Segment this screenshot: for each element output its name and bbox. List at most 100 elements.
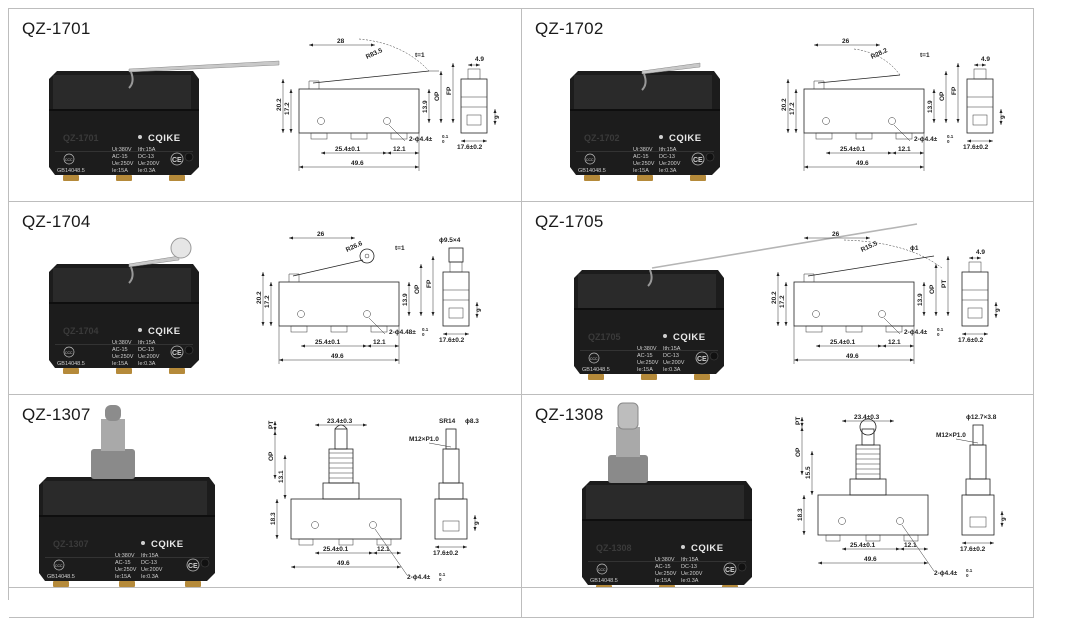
ccc-mark	[596, 563, 608, 575]
arrow-head	[962, 541, 966, 545]
ce-ring	[695, 351, 709, 365]
arrow-head	[395, 358, 399, 362]
dim-side-depth-label: 17.6±0.2	[960, 546, 986, 553]
side-window	[466, 114, 482, 126]
ccc-label: CCC	[55, 564, 63, 568]
arrow-head	[475, 314, 479, 318]
arrow-head	[888, 151, 892, 155]
switch-edge	[570, 109, 720, 111]
dim-side-9-label: 9	[995, 308, 1002, 312]
arrow-head	[493, 109, 497, 113]
dim-hole-tol: 0.1	[422, 327, 429, 332]
side-body	[434, 498, 468, 540]
dim-fp-label: PT	[941, 280, 948, 288]
dim-hole-tol: 0.1	[439, 572, 446, 577]
rating-text: Ue:250V	[637, 360, 659, 366]
dim-top-label: 23.4±0.3	[327, 418, 353, 425]
mold-marking: QZ1705	[588, 332, 621, 342]
arrow-head	[794, 129, 798, 133]
drawing-nut	[849, 478, 887, 496]
mount-hole	[709, 351, 719, 361]
drawing-nut	[322, 482, 360, 500]
dim-height-body-label: 17.2	[779, 295, 786, 308]
lever-spring	[128, 71, 134, 89]
arrow-head	[383, 151, 387, 155]
dim-height-body-label: 17.2	[789, 102, 796, 115]
drawing-terminal	[338, 538, 354, 546]
arrow-head	[974, 63, 978, 67]
side-actuator	[467, 68, 481, 80]
mold-marking: QZ-1308	[596, 543, 632, 553]
arrow-head	[289, 236, 293, 240]
dim-pt-label: PT	[795, 417, 802, 425]
arrow-head	[776, 322, 780, 326]
dim-body-h-label: 18.3	[270, 512, 277, 525]
rating-text: DC-13	[663, 353, 679, 359]
leader-line	[388, 124, 406, 142]
rating-text: Ie:0.3A	[663, 367, 681, 373]
arrow-head	[934, 264, 938, 268]
arrow-head	[451, 63, 455, 67]
arrow-head	[794, 358, 798, 362]
rating-text: AC-15	[655, 564, 671, 570]
model-title: QZ-1704	[22, 212, 91, 231]
leader-line	[374, 528, 408, 576]
arrow-head	[261, 322, 265, 326]
switch-seam	[588, 561, 746, 562]
rating-text: DC-13	[681, 564, 697, 570]
rating-text: Ui:380V	[637, 346, 657, 352]
switch-top-face	[574, 75, 712, 109]
dim-radius-label: R15.5	[860, 240, 879, 254]
mold-marking: QZ-1704	[63, 326, 99, 336]
mount-nut	[91, 449, 135, 479]
dim-top-label: 23.4±0.3	[854, 414, 880, 421]
dim-fp-label: FP	[446, 86, 453, 95]
rating-text: Ue:250V	[655, 571, 677, 577]
arrow-head	[776, 272, 780, 276]
drawing-hole	[838, 517, 846, 525]
arrow-head	[397, 551, 401, 555]
terminal-1	[596, 585, 612, 587]
side-actuator	[449, 261, 463, 273]
arrow-head	[283, 495, 287, 499]
dim-thread-label: M12×P1.0	[409, 436, 439, 443]
dim-body-h-label: 18.3	[797, 508, 804, 521]
dim-dia-label: ϕ8.3	[465, 418, 479, 425]
arrow-head	[299, 165, 303, 169]
dim-op-height-label: 13.9	[402, 293, 409, 306]
side-thread	[969, 444, 987, 480]
mount-hole	[184, 345, 194, 355]
rating-text: Ith:15A	[141, 553, 159, 559]
arrow-head	[969, 256, 973, 260]
dim-gap-label: 12.1	[898, 146, 911, 153]
arrow-head	[465, 332, 469, 336]
arrow-head	[451, 119, 455, 123]
dim-side-9-label: 9	[494, 115, 501, 119]
arrow-head	[896, 547, 900, 551]
arrow-head	[800, 427, 804, 431]
rating-text: Ith:15A	[659, 147, 677, 153]
terminal-1	[63, 175, 79, 181]
dim-hole-label: 2-ϕ4.4±	[407, 574, 431, 581]
terminal-3	[690, 175, 706, 181]
dim-hole-tol2: 0	[947, 139, 950, 144]
arrow-head	[415, 165, 419, 169]
arrow-head	[269, 322, 273, 326]
terminal-2	[659, 585, 675, 587]
arrow-head	[977, 256, 981, 260]
drawing-roller	[859, 418, 877, 436]
mold-marking: QZ-1702	[584, 133, 620, 143]
arrow-head	[301, 344, 305, 348]
dim-hole-pitch-label: 25.4±0.1	[840, 146, 866, 153]
rating-text: Ie:0.3A	[138, 361, 156, 367]
switch-top-face	[53, 268, 191, 302]
drawing-pivot	[813, 80, 825, 89]
arrow-head	[810, 451, 814, 455]
rating-text: Ie:15A	[637, 367, 653, 373]
